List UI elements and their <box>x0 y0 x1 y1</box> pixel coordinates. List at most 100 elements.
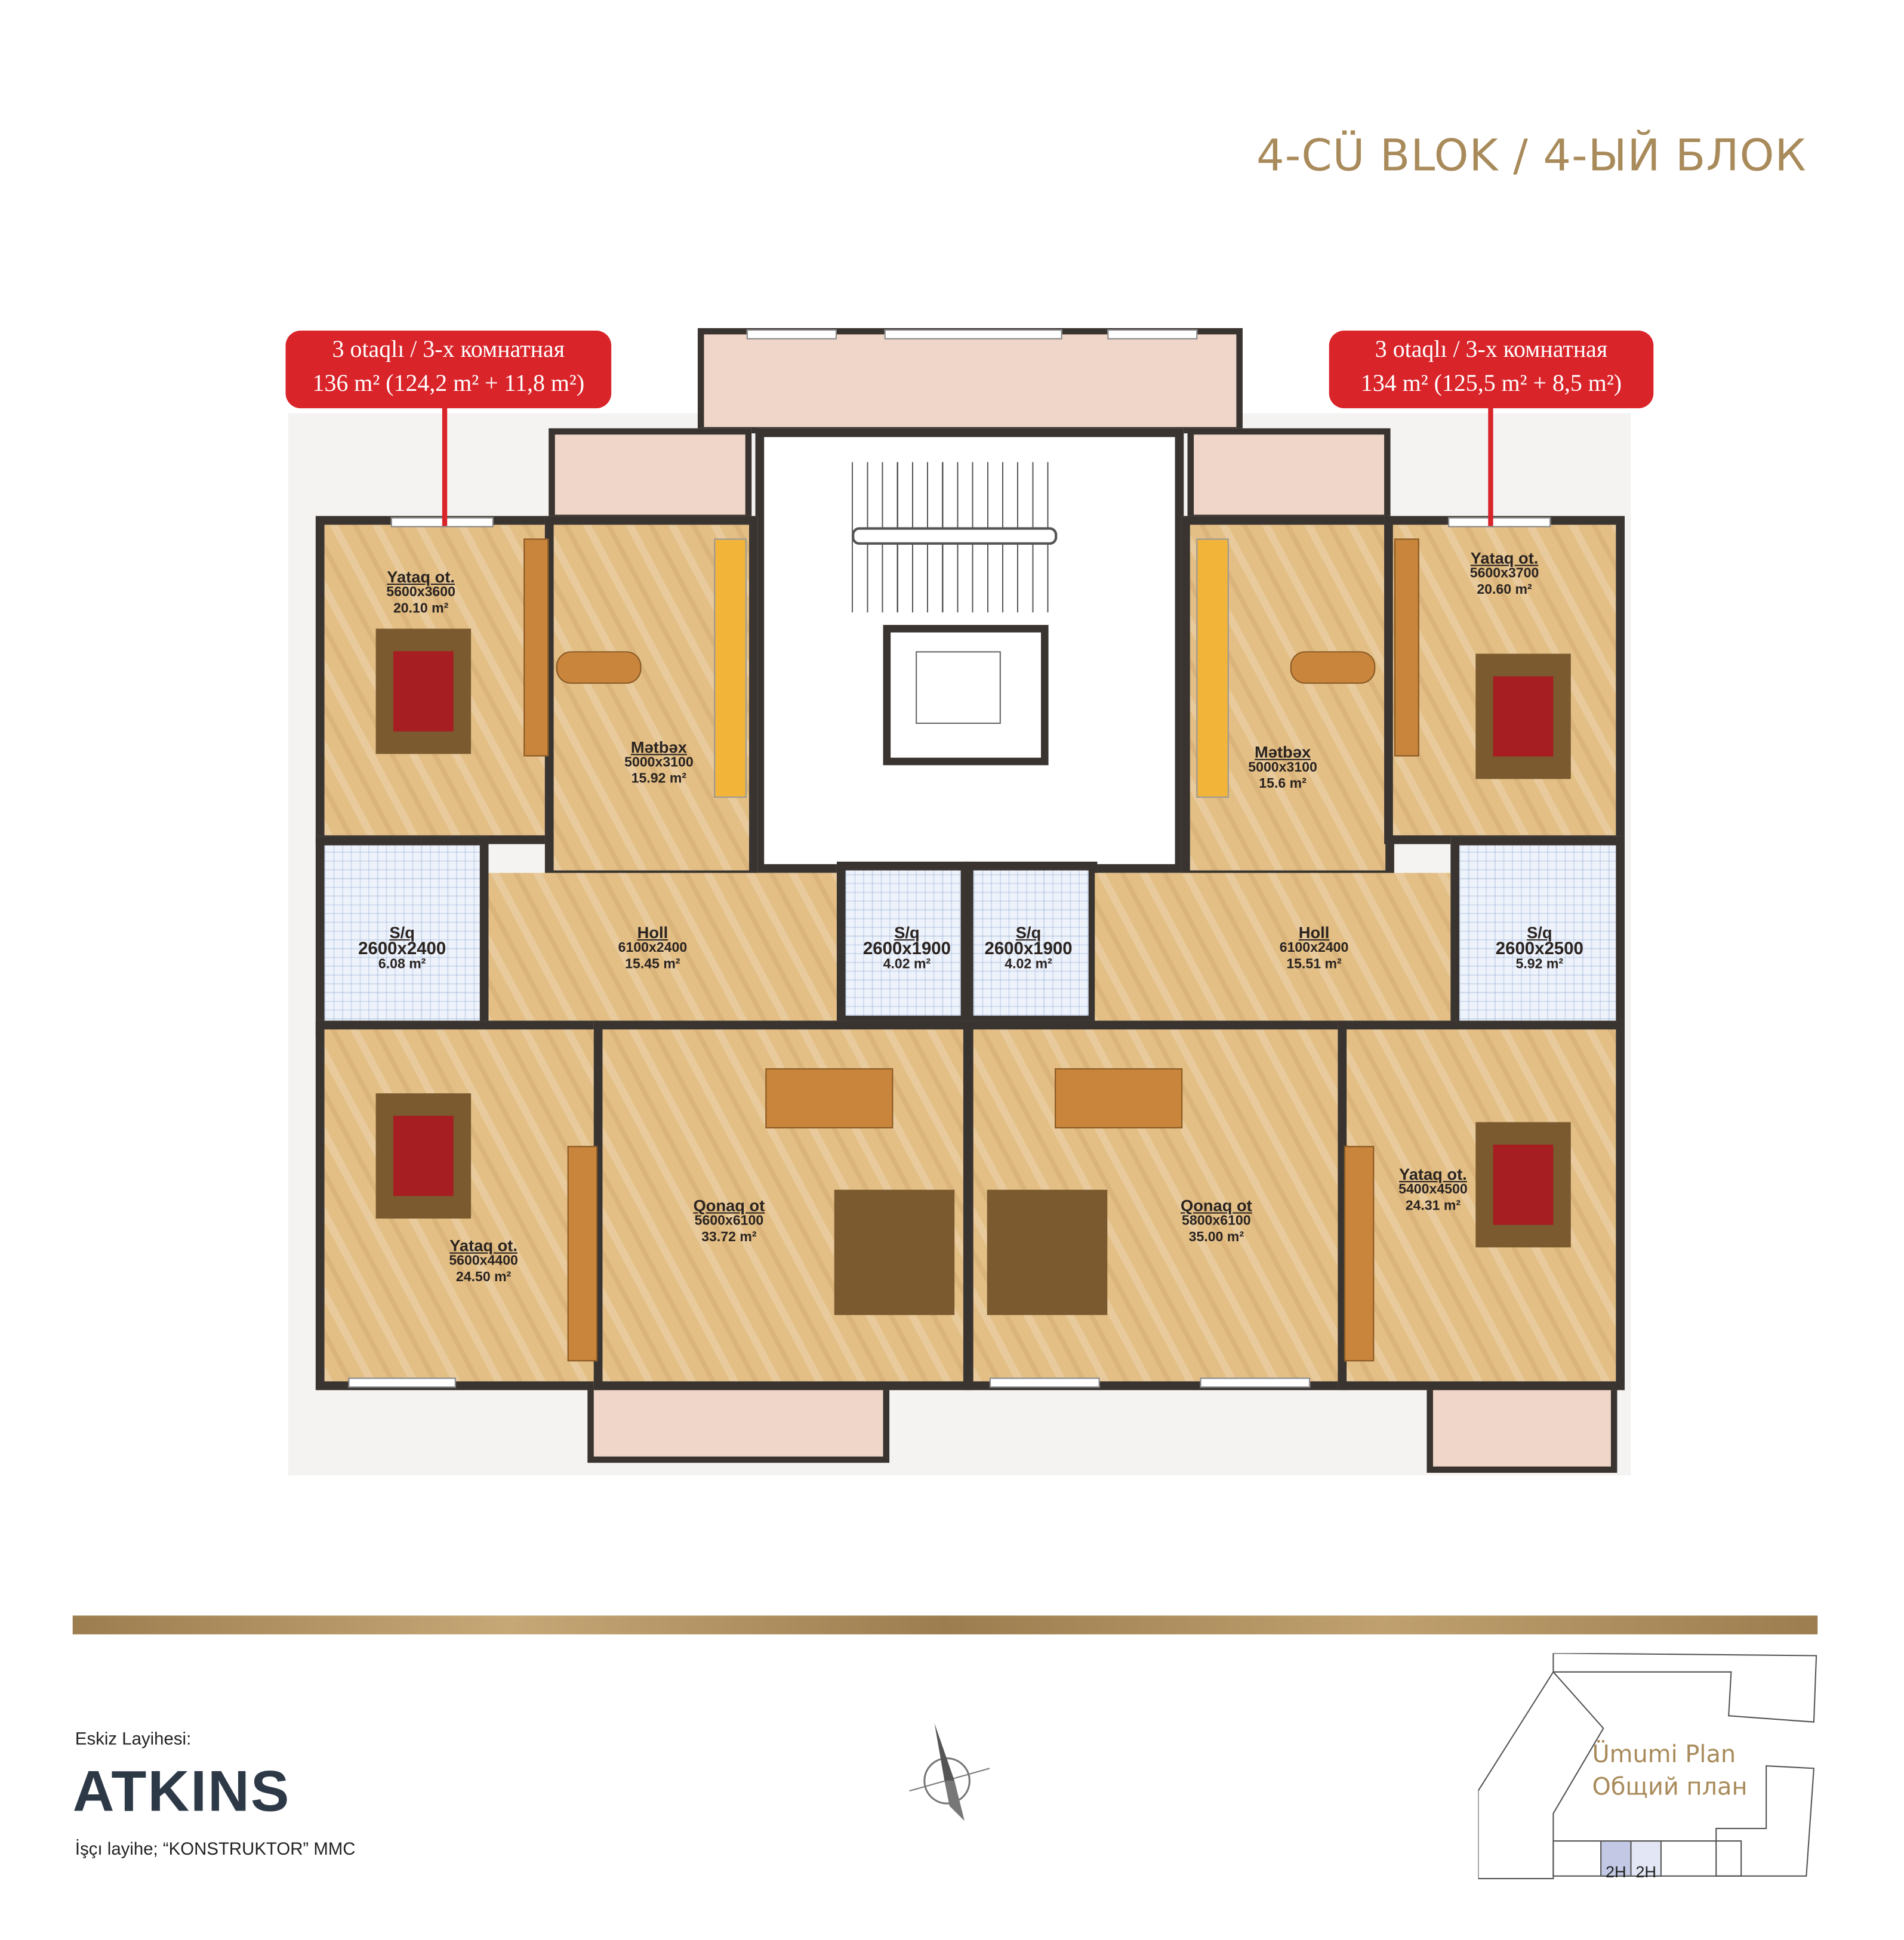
room-name: S/q <box>1015 923 1042 942</box>
bed-icon <box>1475 1122 1571 1248</box>
sketch-project-label: Eskiz Layihesi: <box>75 1728 192 1748</box>
kitchen-table-icon <box>1290 651 1376 684</box>
window <box>1200 1377 1311 1388</box>
sofa-set-icon <box>987 1189 1108 1315</box>
room-dims: 2600x1900 <box>862 937 951 958</box>
room-name: Yataq ot. <box>449 1236 517 1255</box>
room-area: 15.51 m² <box>1286 957 1342 972</box>
divider-bar <box>72 1615 1818 1634</box>
room-dims: 2600x2400 <box>358 937 446 958</box>
balcony-top-left <box>549 428 752 522</box>
atkins-logo: ATKINS <box>72 1758 291 1824</box>
room-area: 24.31 m² <box>1405 1198 1461 1214</box>
room-name: Holl <box>1298 923 1330 942</box>
room-dims: 2600x2500 <box>1495 937 1583 958</box>
kitchen-counter-icon <box>1196 538 1229 798</box>
room-area: 20.10 m² <box>393 601 449 616</box>
kitchen-counter-icon <box>714 538 747 798</box>
room-area: 15.6 m² <box>1259 776 1307 792</box>
wardrobe-icon <box>1344 1146 1375 1362</box>
room-hall-right <box>1095 872 1458 1030</box>
window <box>884 329 1062 340</box>
stair-core <box>755 428 1184 873</box>
callout-type: 3 otaqlı / 3-х комнатная <box>1375 337 1608 363</box>
room-dims: 5600x6100 <box>694 1213 764 1229</box>
room-dims: 5600x3700 <box>1469 566 1539 581</box>
window <box>989 1377 1100 1388</box>
room-area: 15.45 m² <box>625 957 680 972</box>
room-dims: 5800x6100 <box>1182 1213 1251 1229</box>
kitchen-table-icon <box>556 651 642 684</box>
apartment-callout-right: 3 otaqlı / 3-х комнатная 134 m² (125,5 m… <box>1329 331 1654 409</box>
room-hall-left <box>488 872 846 1030</box>
dining-table-icon <box>765 1068 894 1128</box>
room-area: 6.08 m² <box>378 957 426 972</box>
room-area: 15.92 m² <box>631 771 687 787</box>
room-area: 24.50 m² <box>455 1270 512 1285</box>
room-dims: 2600x1900 <box>984 937 1073 958</box>
site-plan-outline <box>1478 1653 1817 1880</box>
site-plan-unit: 2H <box>1635 1862 1657 1882</box>
desk-icon <box>523 538 549 757</box>
callout-pointer <box>442 405 448 526</box>
window <box>746 329 837 340</box>
apartment-callout-left: 3 otaqlı / 3-х комнатная 136 m² (124,2 m… <box>285 331 612 409</box>
room-dims: 5600x4400 <box>449 1253 518 1269</box>
room-name: Yataq ot. <box>1470 548 1539 567</box>
north-arrow-compass-icon <box>909 1723 990 1821</box>
elevator-cab <box>916 651 1001 724</box>
bed-icon <box>1475 653 1571 779</box>
dining-table-icon <box>1055 1068 1183 1128</box>
callout-area: 136 m² (124,2 m² + 11,8 m²) <box>312 371 585 397</box>
room-name: Mətbəx <box>630 738 687 757</box>
room-bathroom-center-left <box>836 861 970 1025</box>
room-area: 20.60 m² <box>1477 582 1532 598</box>
room-name: S/q <box>1527 923 1552 942</box>
room-name: Yataq ot. <box>387 567 455 587</box>
callout-area: 134 m² (125,5 m² + 8,5 m²) <box>1360 371 1622 397</box>
balcony-top-center <box>697 328 1243 434</box>
window <box>1448 517 1551 528</box>
room-dims: 6100x2400 <box>618 940 688 956</box>
elevator-shaft <box>883 625 1049 766</box>
room-area: 4.02 m² <box>883 957 931 972</box>
room-name: S/q <box>389 923 415 942</box>
bed-icon <box>375 628 472 754</box>
site-plan-title-az: Ümumi Plan <box>1592 1741 1736 1769</box>
room-dims: 5000x3100 <box>1248 760 1317 776</box>
room-bedroom-2 <box>315 1020 604 1390</box>
callout-pointer <box>1488 405 1493 526</box>
room-area: 4.02 m² <box>1005 957 1052 972</box>
balcony-bottom-right <box>1427 1375 1618 1473</box>
room-name: Yataq ot. <box>1399 1164 1467 1184</box>
room-dims: 6100x2400 <box>1279 940 1349 956</box>
window <box>348 1377 456 1388</box>
room-name: Mətbəx <box>1255 742 1311 762</box>
room-dims: 5400x4500 <box>1398 1182 1468 1198</box>
room-dims: 5000x3100 <box>624 755 694 770</box>
site-plan-unit: 2H <box>1605 1862 1626 1882</box>
wardrobe-icon <box>567 1146 598 1362</box>
room-name: S/q <box>894 923 920 942</box>
balcony-top-right <box>1187 428 1391 522</box>
room-area: 35.00 m² <box>1188 1229 1244 1245</box>
callout-type: 3 otaqlı / 3-х комнатная <box>332 337 565 363</box>
bed-icon <box>375 1093 472 1219</box>
block-title: 4-CÜ BLOK / 4-ЫЙ БЛОК <box>1256 131 1807 182</box>
room-area: 33.72 m² <box>701 1229 757 1245</box>
room-name: Holl <box>637 923 668 942</box>
room-area: 5.92 m² <box>1515 957 1564 972</box>
